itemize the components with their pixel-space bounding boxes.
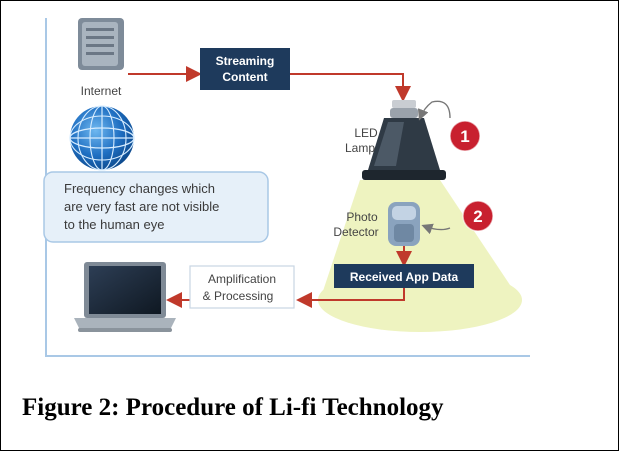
pointer-curve-2 <box>421 223 451 235</box>
amplification-label-2: & Processing <box>203 289 274 303</box>
marker-one-icon <box>449 120 481 152</box>
led-lamp-label-1: LED <box>354 126 378 140</box>
photo-detector-icon <box>388 202 420 246</box>
photo-detector-label-1: Photo <box>346 210 378 224</box>
server-icon <box>78 18 124 70</box>
laptop-icon <box>74 262 176 332</box>
frequency-note-line-1: Frequency changes which <box>64 181 215 196</box>
led-lamp-label-2: Lamp <box>345 141 375 155</box>
frequency-note-box <box>43 171 269 243</box>
marker-two-label: 2 <box>473 207 482 226</box>
diagram-border-line <box>45 18 530 357</box>
figure-caption: Figure 2: Procedure of Li-fi Technology <box>22 394 444 421</box>
frequency-note-line-2: are very fast are not visible <box>64 199 219 214</box>
lifi-diagram: Internet Streaming Content LED Lamp 1 <box>43 18 530 357</box>
streaming-content-label-1: Streaming <box>216 54 275 68</box>
connector-received-amplification <box>296 287 405 308</box>
connector-streaming-lamp <box>289 73 411 102</box>
received-app-data-label: Received App Data <box>350 270 459 284</box>
internet-label: Internet <box>81 84 122 98</box>
amplification-label-1: Amplification <box>208 272 276 286</box>
pointer-curve-1 <box>417 100 451 121</box>
frequency-note-line-3: to the human eye <box>64 217 164 232</box>
marker-one-label: 1 <box>460 127 469 146</box>
amplification-box <box>189 265 295 309</box>
led-lamp-icon <box>362 100 446 180</box>
photo-detector-label-2: Detector <box>333 225 378 239</box>
streaming-content-box <box>200 48 290 90</box>
globe-icon <box>69 105 135 171</box>
streaming-content-label-2: Content <box>222 70 267 84</box>
marker-two-icon <box>462 200 494 232</box>
received-app-data-box <box>334 264 474 288</box>
